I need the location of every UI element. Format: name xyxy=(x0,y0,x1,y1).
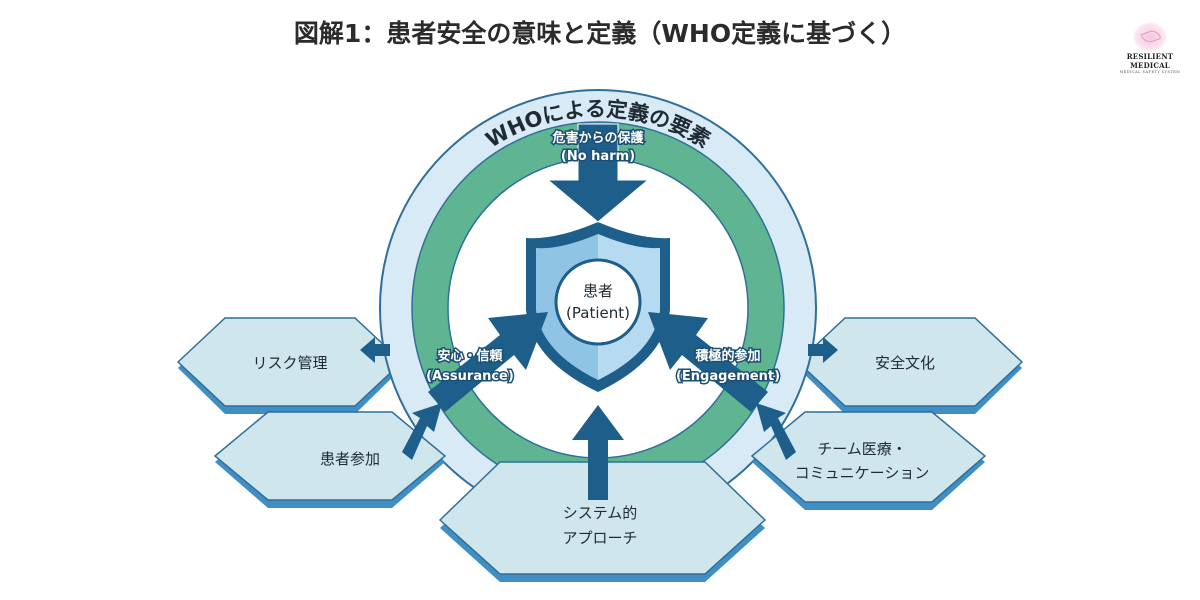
hex-team-communication xyxy=(750,411,987,510)
hex-system-approach xyxy=(438,461,767,582)
arrow-assurance-icon xyxy=(428,312,548,412)
hex-patient-participation xyxy=(213,411,447,508)
pillar-team-1: チーム医療・ xyxy=(817,440,907,458)
pillar-system-1: システム的 xyxy=(563,504,638,522)
logo-name: RESILIENT MEDICAL xyxy=(1126,52,1174,70)
assurance-ja: 安心・信頼 xyxy=(437,348,503,364)
hex-safety-culture xyxy=(796,317,1024,414)
no-harm-en: (No harm) xyxy=(561,149,635,164)
pillar-risk: リスク管理 xyxy=(252,354,327,372)
arrow-left-icon xyxy=(360,337,390,363)
pillar-culture: 安全文化 xyxy=(875,354,935,372)
arrow-upright-icon xyxy=(402,403,442,460)
hex-risk-management xyxy=(176,317,404,414)
arrow-upleft-icon xyxy=(756,403,796,460)
assurance-en: (Assurance) xyxy=(426,369,514,384)
shield-icon xyxy=(526,222,670,392)
dove-icon xyxy=(1133,22,1167,52)
engagement-ja: 積極的参加 xyxy=(694,348,760,364)
logo-tagline: MEDICAL SAFETY SYSTEM xyxy=(1119,70,1181,74)
arrow-down-icon xyxy=(546,123,650,223)
engagement-en: (Engagement) xyxy=(676,369,780,384)
arrow-engagement-icon xyxy=(648,312,768,412)
center-label-en: (Patient) xyxy=(566,304,630,322)
no-harm-ja: 危害からの保護 xyxy=(552,130,644,146)
pillar-participation: 患者参加 xyxy=(320,450,380,468)
center-label-ja: 患者 xyxy=(583,282,613,300)
page-title: 図解1：患者安全の意味と定義（WHO定義に基づく） xyxy=(293,19,907,48)
pillar-team-2: コミュニケーション xyxy=(795,464,930,482)
arrow-right-icon xyxy=(808,337,838,363)
pillar-system-2: アプローチ xyxy=(562,529,637,547)
arrow-up-icon xyxy=(572,405,624,500)
logo: RESILIENT MEDICAL MEDICAL SAFETY SYSTEM xyxy=(1108,22,1192,74)
